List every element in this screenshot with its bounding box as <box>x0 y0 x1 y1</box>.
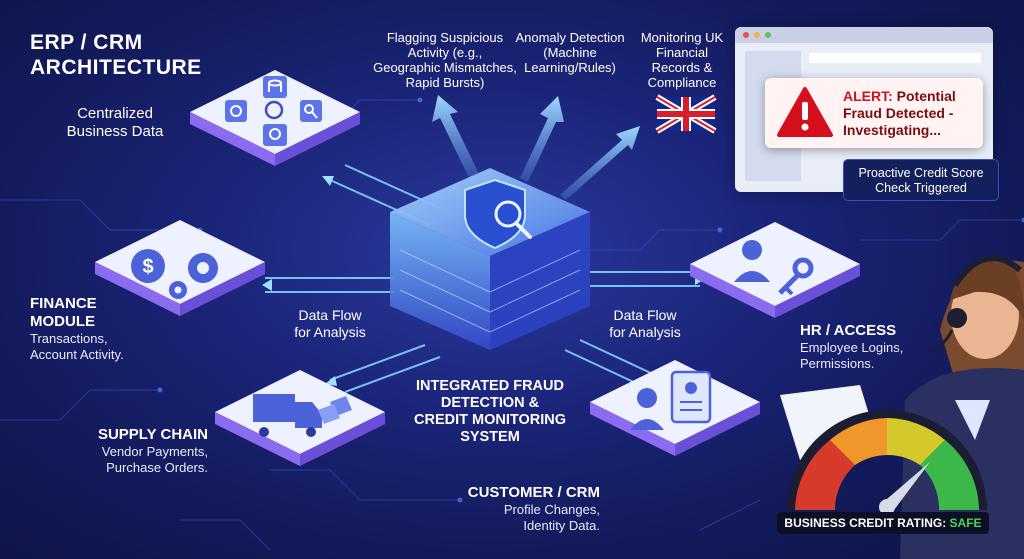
customer-crm-tile <box>590 360 760 456</box>
centralized-data-tile <box>190 70 360 166</box>
finance-sub-1: Transactions, <box>30 331 108 346</box>
fraud-alert[interactable]: ALERT: Potential Fraud Detected - Invest… <box>765 78 983 148</box>
hr-sub-2: Permissions. <box>800 356 875 371</box>
flow-right-2: for Analysis <box>609 324 681 340</box>
diagram-title: ERP / CRM ARCHITECTURE <box>30 30 202 80</box>
customer-crm-label: CUSTOMER / CRM Profile Changes, Identity… <box>455 484 600 534</box>
centralized-line-1: Centralized <box>77 105 153 122</box>
anomaly-1: Anomaly Detection <box>515 30 625 45</box>
window-bar <box>809 53 981 63</box>
anomaly-label: Anomaly Detection (Machine Learning/Rule… <box>508 30 632 75</box>
supply-chain-sub-1: Vendor Payments, <box>101 444 208 459</box>
supply-chain-sub-2: Purchase Orders. <box>106 460 208 475</box>
data-flow-left-label: Data Flow for Analysis <box>280 307 380 341</box>
supply-chain-tile <box>215 370 385 466</box>
customer-sub-1: Profile Changes, <box>503 502 600 517</box>
maximize-dot-icon[interactable] <box>765 32 771 38</box>
window-titlebar <box>735 27 993 43</box>
hr-access-label: HR / ACCESS Employee Logins, Permissions… <box>800 322 903 372</box>
core-line-2: DETECTION & <box>440 395 540 411</box>
flow-left-1: Data Flow <box>298 307 362 323</box>
title-line-2: ARCHITECTURE <box>30 56 202 79</box>
anomaly-3: Learning/Rules) <box>524 60 616 75</box>
monitoring-1: Monitoring UK <box>640 30 724 45</box>
supply-chain-label: SUPPLY CHAIN Vendor Payments, Purchase O… <box>84 426 208 476</box>
rating-label: BUSINESS CREDIT RATING: <box>784 516 950 530</box>
headset-agent-icon <box>780 255 1024 559</box>
flow-right-1: Data Flow <box>613 307 677 323</box>
close-dot-icon[interactable] <box>743 32 749 38</box>
uk-flag-icon <box>655 94 717 134</box>
centralized-line-2: Business Data <box>66 123 164 140</box>
tooltip-line-2: Check Triggered <box>875 181 967 195</box>
shield-icon <box>464 178 532 250</box>
monitoring-4: Compliance <box>647 75 717 90</box>
tooltip-line-1: Proactive Credit Score <box>858 166 984 180</box>
hr-access-tile <box>690 222 860 318</box>
flagging-label: Flagging Suspicious Activity (e.g., Geog… <box>370 30 520 90</box>
core-line-1: INTEGRATED FRAUD <box>416 378 564 394</box>
alert-line-3: Investigating... <box>843 122 942 138</box>
alert-prefix: ALERT: <box>843 88 893 104</box>
flow-left-2: for Analysis <box>294 324 366 340</box>
finance-title-2: MODULE <box>30 313 95 330</box>
svg-text:$: $ <box>142 256 153 278</box>
customer-sub-2: Identity Data. <box>523 518 600 533</box>
alert-line-1: Potential <box>892 88 956 104</box>
rating-status: SAFE <box>949 516 982 530</box>
anomaly-2: (Machine <box>543 45 597 60</box>
monitoring-2: Financial <box>655 45 709 60</box>
centralized-data-label: Centralized Business Data <box>50 105 180 141</box>
finance-module-label: FINANCE MODULE Transactions, Account Act… <box>30 295 124 363</box>
alert-message: ALERT: Potential Fraud Detected - Invest… <box>843 88 983 139</box>
credit-check-tooltip: Proactive Credit Score Check Triggered <box>843 159 999 201</box>
flagging-4: Rapid Bursts) <box>405 75 485 90</box>
core-system-label: INTEGRATED FRAUD DETECTION & CREDIT MONI… <box>400 378 580 446</box>
warning-icon <box>777 87 833 137</box>
title-line-1: ERP / CRM <box>30 31 143 54</box>
data-flow-right-label: Data Flow for Analysis <box>595 307 695 341</box>
credit-rating-badge: BUSINESS CREDIT RATING: SAFE <box>777 512 989 534</box>
finance-sub-2: Account Activity. <box>30 347 124 362</box>
monitoring-label: Monitoring UK Financial Records & Compli… <box>630 30 734 90</box>
gauge-icon <box>787 410 987 515</box>
alert-line-2: Fraud Detected - <box>843 105 954 121</box>
flagging-2: Activity (e.g., <box>407 45 483 60</box>
customer-title: CUSTOMER / CRM <box>467 484 600 501</box>
monitoring-3: Records & <box>651 60 713 75</box>
flagging-3: Geographic Mismatches, <box>373 60 517 75</box>
supply-chain-title: SUPPLY CHAIN <box>97 426 208 443</box>
finance-tile: $ <box>95 220 265 316</box>
core-line-4: SYSTEM <box>460 429 520 445</box>
minimize-dot-icon[interactable] <box>754 32 760 38</box>
core-line-3: CREDIT MONITORING <box>414 412 566 428</box>
finance-title-1: FINANCE <box>30 295 97 312</box>
hr-sub-1: Employee Logins, <box>800 340 904 355</box>
flagging-1: Flagging Suspicious <box>386 30 504 45</box>
hr-title: HR / ACCESS <box>800 322 897 339</box>
